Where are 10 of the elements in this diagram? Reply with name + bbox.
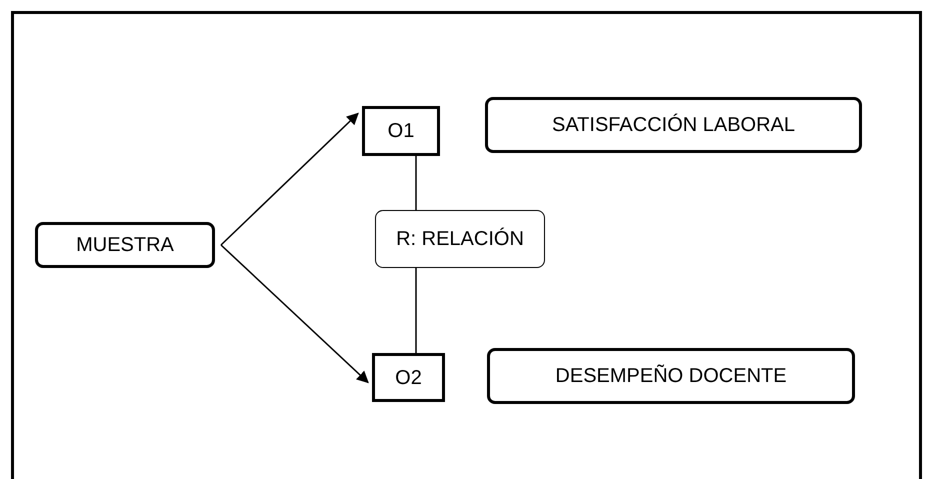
connector-line	[415, 268, 417, 353]
arrow	[220, 244, 369, 384]
process-box: DESEMPEÑO DOCENTE	[487, 348, 855, 404]
connector-line	[415, 156, 417, 210]
process-box: SATISFACCIÓN LABORAL	[485, 97, 862, 153]
process-box: O1	[362, 106, 440, 156]
arrow	[220, 112, 359, 246]
process-box: R: RELACIÓN	[375, 210, 545, 268]
process-box: MUESTRA	[35, 222, 215, 268]
process-box: O2	[372, 353, 445, 402]
